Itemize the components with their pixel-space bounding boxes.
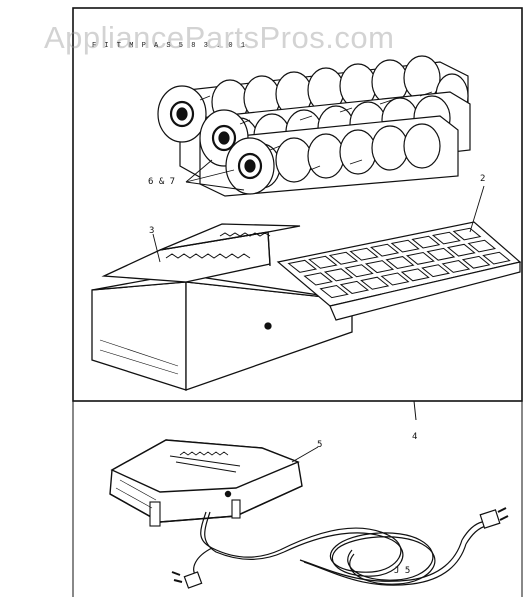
tray-pocket	[426, 247, 456, 261]
tray-pocket	[441, 260, 471, 273]
leader-6-7	[185, 159, 245, 191]
tray-pocket	[400, 268, 430, 282]
tray-pocket	[446, 243, 476, 257]
tray-pocket	[349, 247, 379, 261]
tray-pocket	[452, 227, 482, 241]
leader-3	[152, 233, 161, 263]
sorting-tray	[276, 221, 522, 321]
tray-pocket	[482, 251, 511, 265]
tray-pocket	[421, 264, 451, 278]
upper-frame	[72, 7, 523, 402]
tray-pocket	[405, 251, 435, 265]
tray-pocket	[385, 256, 415, 269]
tray-pocket	[461, 255, 491, 269]
leader-5	[291, 446, 319, 463]
callout-j5: J 5	[394, 566, 411, 576]
tray-pocket	[467, 239, 497, 253]
right-plug	[479, 507, 509, 529]
tray-pocket	[339, 280, 370, 294]
storage-box	[91, 223, 353, 391]
tray-pocket	[328, 251, 359, 265]
left-plug	[171, 571, 203, 589]
tray-pocket	[390, 239, 420, 253]
callout-4: 4	[412, 432, 418, 442]
header-text: F I T M P A S 5 8 3 . 0 1	[92, 42, 248, 50]
tray-pocket	[364, 260, 395, 274]
tray-pocket	[360, 276, 390, 290]
callout-3: 3	[149, 226, 155, 236]
foot-control	[109, 439, 303, 527]
callout-2: 2	[480, 174, 486, 184]
tray-pocket	[308, 255, 338, 269]
cam-stack	[157, 55, 471, 197]
tray-pocket	[287, 259, 318, 273]
power-cord	[193, 511, 487, 586]
tray-pocket	[370, 243, 400, 257]
tray-pocket	[380, 272, 410, 286]
leader-2	[469, 185, 485, 233]
tray-pocket	[344, 264, 374, 278]
callout-5: 5	[317, 440, 323, 450]
tray-pocket	[323, 268, 354, 282]
frame-tick	[413, 400, 417, 421]
tray-pocket	[411, 235, 441, 249]
tray-pocket	[319, 284, 349, 299]
tray-pocket	[303, 272, 333, 286]
tray-pocket	[431, 231, 461, 245]
callout-6-7: 6 & 7	[148, 177, 176, 187]
